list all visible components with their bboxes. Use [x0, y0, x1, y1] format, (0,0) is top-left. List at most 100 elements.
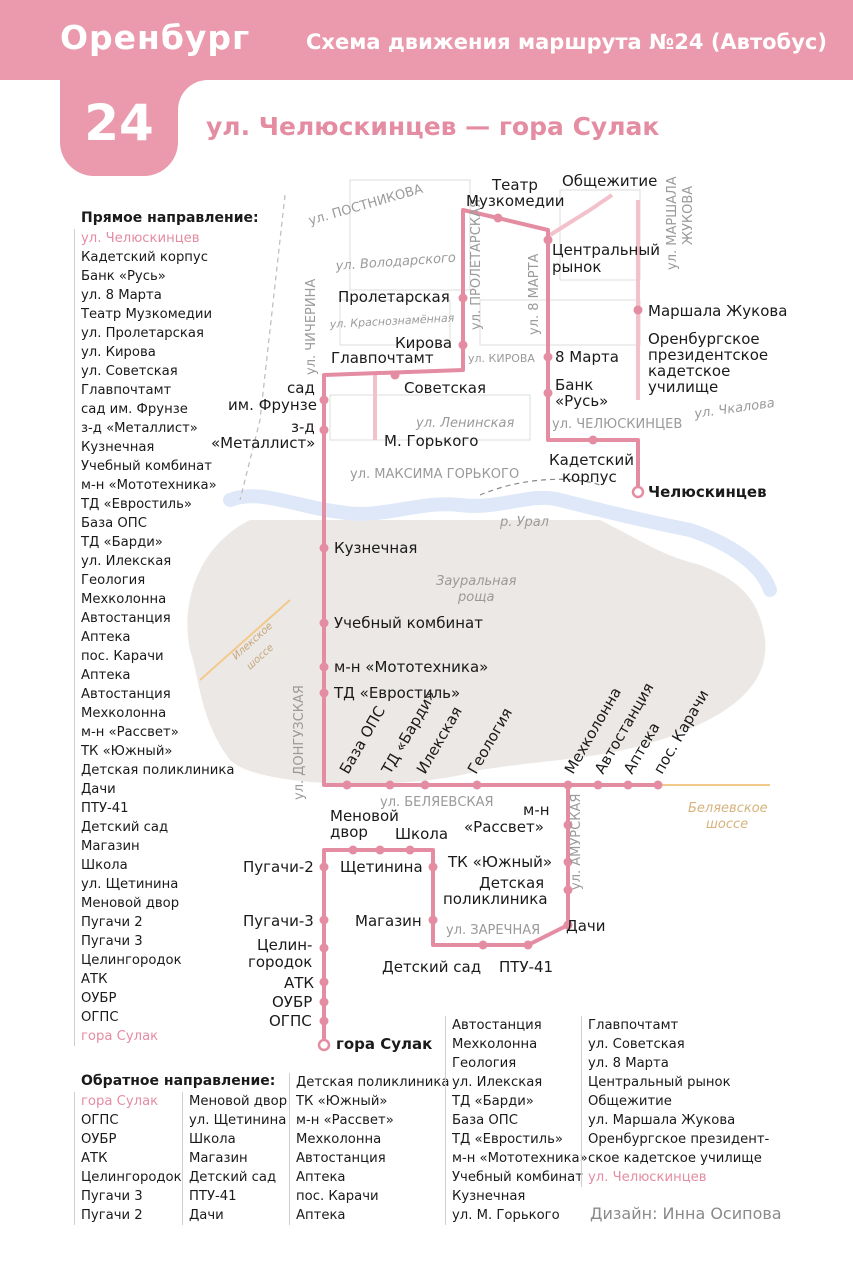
ural-river — [223, 489, 777, 597]
stop-list-item: Меновой двор — [81, 896, 180, 911]
stop-label: гора Сулак — [336, 1035, 432, 1053]
stop-label: Общежитие — [562, 172, 657, 190]
stop-label: им. Фрунзе — [228, 396, 317, 414]
stop-list-item: пос. Карачи — [296, 1189, 379, 1204]
stop-dot — [588, 435, 598, 445]
stop-label: Пролетарская — [338, 288, 450, 306]
forward-heading: Прямое направление: — [81, 210, 259, 226]
stop-list-item: гора Сулак — [81, 1029, 159, 1044]
header-bar: Оренбург Схема движения маршрута №24 (Ав… — [0, 0, 853, 80]
reverse-heading: Обратное направление: — [81, 1073, 276, 1089]
stop-label: городок — [248, 953, 312, 971]
street-label: ул. АМУРСКАЯ — [569, 794, 584, 890]
route-number: 24 — [84, 94, 154, 152]
stop-dot — [523, 940, 533, 950]
stop-list-item: Детская поликлиника — [81, 763, 235, 778]
street-label: р. Урал — [499, 515, 549, 530]
street-label: ул. ДОНГУЗСКАЯ — [292, 685, 307, 800]
stop-dot — [623, 780, 633, 790]
stop-label: АТК — [284, 974, 314, 992]
stop-list-item: Школа — [81, 858, 128, 873]
stop-list-item: Меновой двор — [189, 1094, 288, 1109]
stop-list-item: База ОПС — [452, 1113, 518, 1128]
street-label: ул. МАКСИМА ГОРЬКОГО — [350, 467, 519, 482]
stop-list-item: м-н «Рассвет» — [296, 1113, 394, 1128]
stop-list-item: Кадетский корпус — [81, 250, 208, 265]
light-route-obshch — [548, 193, 614, 237]
stop-label: Оренбургское — [648, 330, 760, 348]
terminal-chelyuskintsev — [631, 485, 645, 499]
stop-dots — [319, 213, 663, 1026]
stop-label: Меновой — [330, 807, 399, 825]
stop-list-item: Главпочтамт — [588, 1018, 679, 1033]
stop-label: рынок — [552, 258, 601, 276]
scheme-title: Схема движения маршрута №24 (Автобус) — [306, 30, 827, 54]
stop-list-item: Магазин — [189, 1151, 248, 1166]
stop-dot — [319, 943, 329, 953]
stop-label: М. Горького — [384, 432, 478, 450]
stop-list-item: Магазин — [81, 839, 140, 854]
street-label: ул. МАРШАЛА — [665, 176, 680, 270]
street-label: роща — [457, 590, 494, 605]
stop-label: Школа — [395, 825, 448, 843]
stop-list-item: Пугачи 2 — [81, 915, 143, 930]
street-label: Зауральная — [436, 574, 517, 589]
stop-list-item: пос. Карачи — [81, 649, 164, 664]
stop-label: ОГПС — [269, 1012, 312, 1030]
stop-list-item: ул. Челюскинцев — [81, 231, 200, 246]
stop-list-item: Кузнечная — [452, 1189, 526, 1204]
stop-list-item: Целингородок — [81, 1170, 182, 1185]
stop-dot — [390, 370, 400, 380]
stop-list-item: м-н «Мототехника» — [452, 1151, 588, 1166]
stop-label: Центральный — [552, 241, 660, 259]
route-name: ул. Челюскинцев — гора Сулак — [206, 112, 660, 141]
street-label: шоссе — [706, 817, 748, 832]
city-title: Оренбург — [60, 18, 251, 57]
stop-label: Главпочтамт — [331, 349, 434, 367]
stop-label: Советская — [404, 379, 486, 397]
stop-list-item: ТД «Барди» — [452, 1094, 534, 1109]
stop-dot — [428, 915, 438, 925]
stop-list-item: Детский сад — [81, 820, 169, 835]
stop-list-item: Учебный комбинат — [81, 459, 212, 474]
stop-list-item: ул. Щетинина — [81, 877, 179, 892]
stop-dot — [319, 862, 329, 872]
stop-list-item: ул. Щетинина — [189, 1113, 287, 1128]
stop-list-item: Автостанция — [452, 1018, 542, 1033]
dashed-border — [239, 194, 286, 501]
stop-label: м-н «Мототехника» — [334, 658, 488, 676]
stop-label: двор — [330, 823, 368, 841]
stop-list-item: ул. Илекская — [452, 1075, 543, 1090]
stop-list-item: Общежитие — [588, 1094, 672, 1109]
stop-dot — [633, 305, 643, 315]
stop-dot — [563, 885, 573, 895]
street-label: ул. ЧЕЛЮСКИНЦЕВ — [552, 417, 682, 432]
stop-dot — [319, 395, 329, 405]
stop-list-item: ТК «Южный» — [296, 1094, 388, 1109]
stop-list-item: ул. Челюскинцев — [588, 1170, 707, 1185]
stop-label: Театр — [491, 176, 538, 194]
street-label: ул. Володарского — [334, 251, 456, 274]
stop-list-item: Целингородок — [81, 953, 182, 968]
stop-label: «Рассвет» — [464, 818, 544, 836]
stop-label: Детский сад — [382, 958, 481, 976]
tab-corner — [178, 80, 208, 110]
stop-list-item: Автостанция — [81, 687, 171, 702]
stop-dot — [458, 293, 468, 303]
stop-dot — [478, 940, 488, 950]
stop-list-item: Аптека — [81, 630, 131, 645]
stop-list-item: ОУБР — [81, 991, 117, 1006]
street-label: ул. Краснознамённая — [328, 311, 455, 331]
stop-label: Целин- — [257, 936, 312, 954]
stop-dot — [543, 352, 553, 362]
stop-list-item: ское кадетское училище — [588, 1151, 762, 1166]
stop-dot — [319, 662, 329, 672]
stop-list-item: Мехколонна — [296, 1132, 382, 1147]
stop-list-item: ул. 8 Марта — [81, 288, 162, 303]
terminal-sulak — [317, 1038, 331, 1052]
